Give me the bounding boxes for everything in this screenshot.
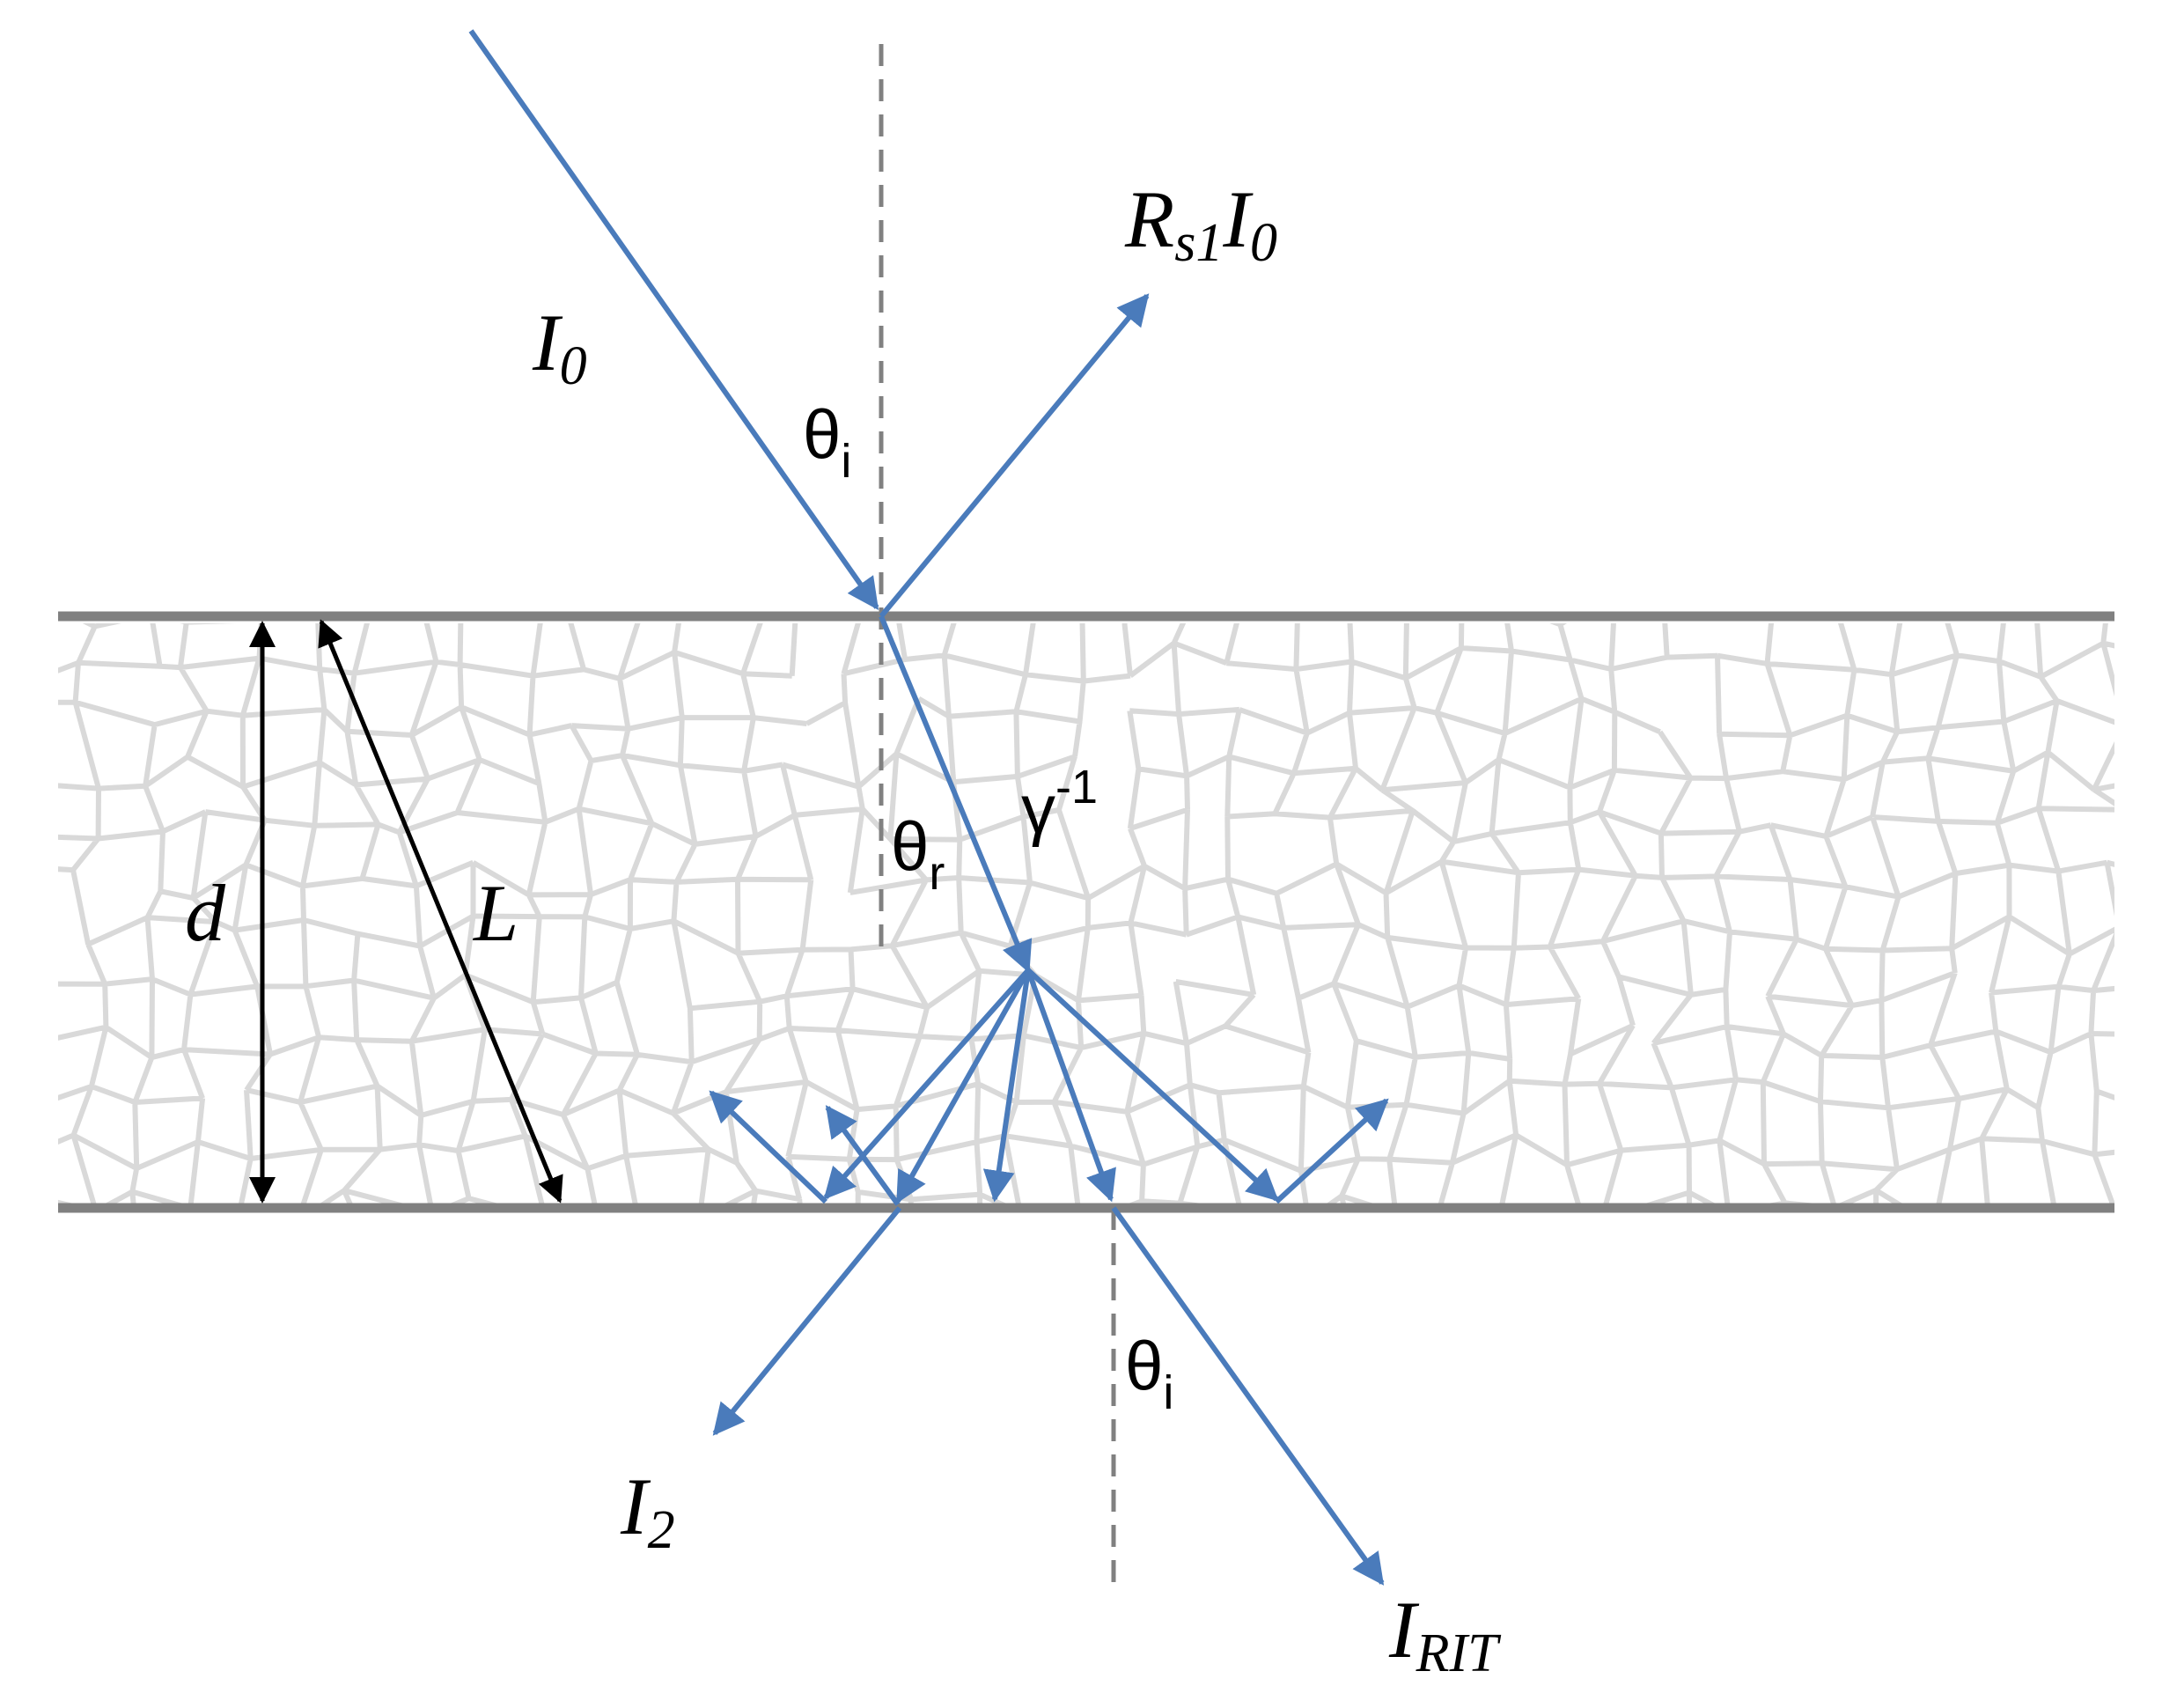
specular-reflection-label: Rs1I0 bbox=[1124, 174, 1277, 273]
incident-ray bbox=[468, 29, 879, 610]
incidence-angle-label: θi bbox=[803, 395, 851, 488]
incident-intensity-label: I0 bbox=[532, 298, 587, 396]
internally-reflected-ray bbox=[709, 1090, 828, 1204]
scattered-ray bbox=[895, 968, 1031, 1204]
thickness-label: d bbox=[185, 868, 226, 958]
in-line-transmitted-ray bbox=[1111, 1206, 1385, 1586]
reflected-ray bbox=[879, 293, 1150, 618]
diffuse-transmitted-ray bbox=[712, 1206, 902, 1436]
scattering-coefficient-label: γ-1 bbox=[1021, 761, 1098, 848]
path-length-arrow bbox=[318, 619, 563, 1204]
path-length-label: L bbox=[472, 868, 518, 958]
grain-boundaries bbox=[58, 623, 2114, 1204]
scattered-ray bbox=[1026, 968, 1116, 1203]
diffuse-transmission-label: I2 bbox=[620, 1461, 675, 1560]
refracted-ray bbox=[879, 615, 1033, 974]
internally-reflected-ray bbox=[1274, 1098, 1389, 1204]
scattered-ray bbox=[823, 968, 1031, 1200]
grain-structure bbox=[58, 623, 2114, 1204]
scattered-ray bbox=[982, 969, 1031, 1203]
internally-reflected-ray bbox=[825, 1105, 901, 1206]
refraction-angle-label: θr bbox=[891, 807, 945, 900]
scattered-ray bbox=[1026, 968, 1279, 1202]
in-line-transmission-label: IRIT bbox=[1388, 1585, 1502, 1683]
transmission-angle-label: θi bbox=[1125, 1327, 1173, 1419]
